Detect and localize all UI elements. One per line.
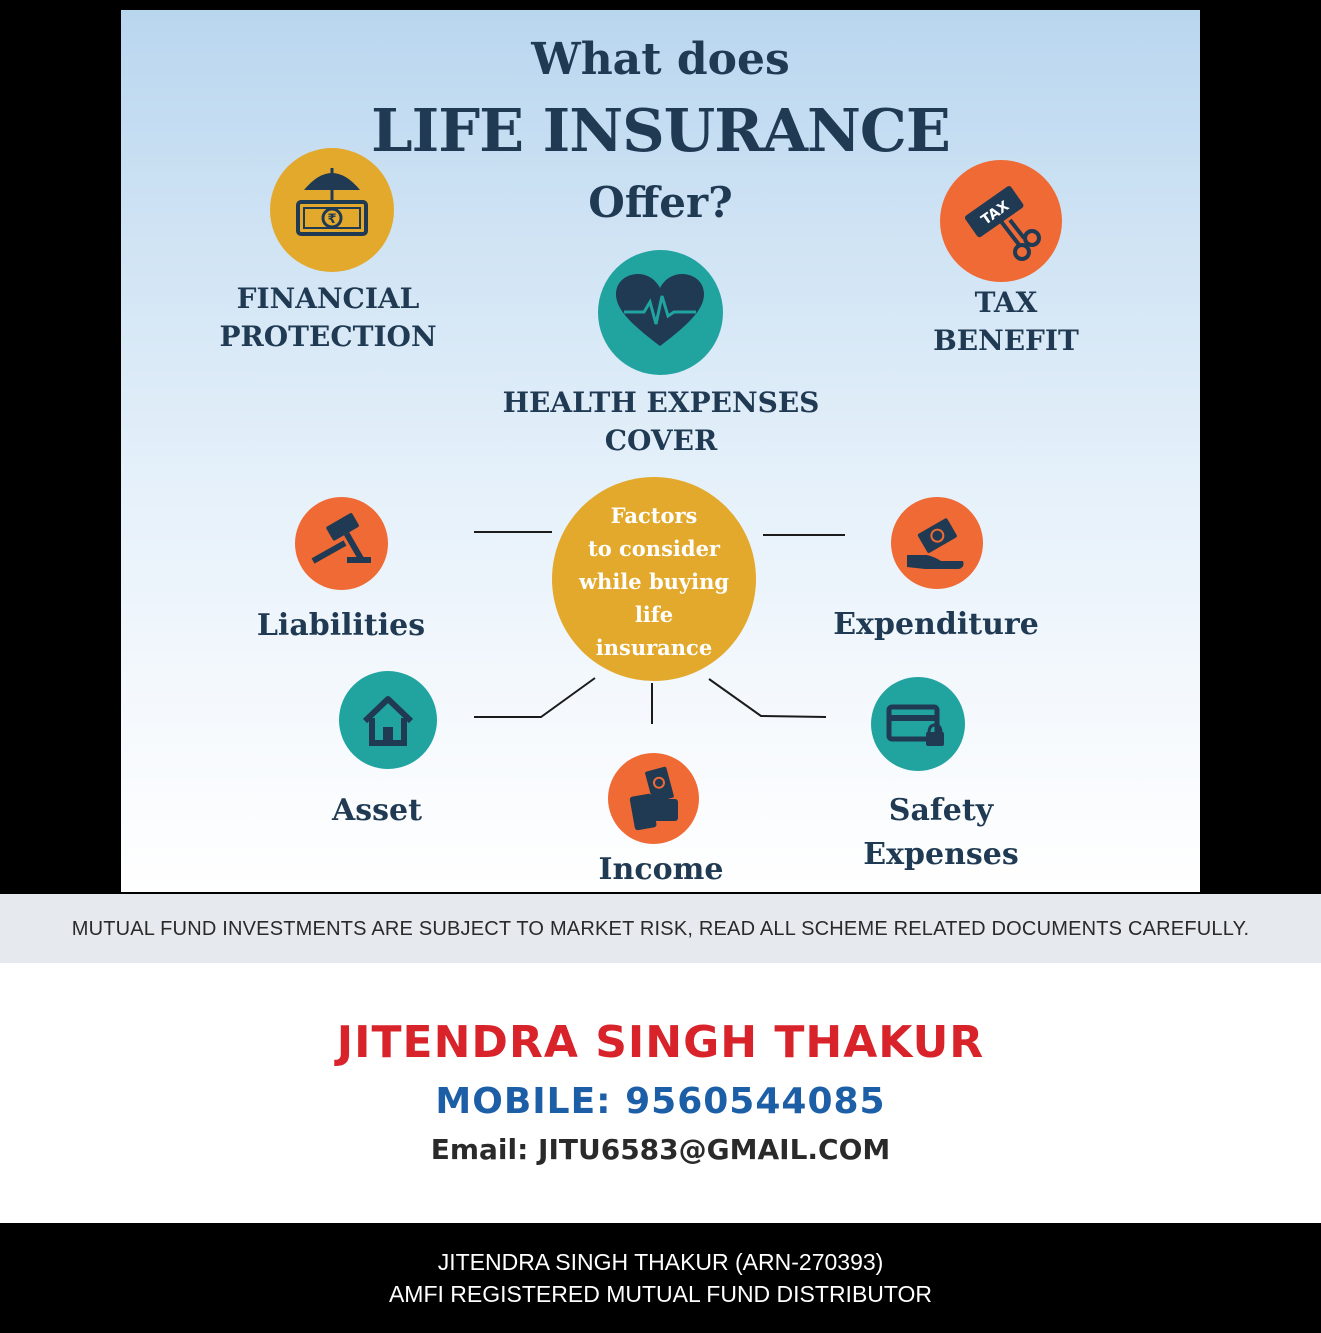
- title-line-2: LIFE INSURANCE: [371, 96, 951, 165]
- title-line-1: What does: [531, 34, 790, 85]
- expenditure-label: Expenditure: [833, 607, 1039, 642]
- factors-center-circle: Factors to consider while buying life in…: [552, 477, 756, 681]
- umbrella-money-icon: ₹: [270, 148, 394, 272]
- center-text-3: while buying: [578, 569, 730, 594]
- disclaimer-bar: MUTUAL FUND INVESTMENTS ARE SUBJECT TO M…: [0, 894, 1321, 963]
- safety-expenses-label-1: Safety: [888, 793, 994, 828]
- contact-email: Email: JITU6583@GMAIL.COM: [430, 1133, 891, 1166]
- connector-line-expenditure: [763, 534, 845, 536]
- center-text-2: to consider: [588, 536, 720, 561]
- safety-expenses-label-2: Expenses: [863, 837, 1019, 872]
- card-lock-icon: [871, 677, 965, 771]
- contact-block: JITENDRA SINGH THAKUR MOBILE: 9560544085…: [0, 963, 1321, 1223]
- wallet-money-icon: [608, 753, 699, 844]
- footer-bar: JITENDRA SINGH THAKUR (ARN-270393) AMFI …: [0, 1223, 1321, 1333]
- money-hand-icon: [891, 497, 983, 589]
- tax-benefit-label-1: TAX: [974, 286, 1038, 319]
- connector-lines-lower: [474, 677, 827, 724]
- financial-protection-label-2: PROTECTION: [219, 320, 437, 353]
- connector-line-liabilities: [474, 531, 552, 533]
- contact-name: JITENDRA SINGH THAKUR: [336, 1017, 985, 1068]
- center-text-4: life: [634, 602, 674, 627]
- tax-benefit-label-2: BENEFIT: [933, 324, 1079, 357]
- financial-protection-label-1: FINANCIAL: [236, 282, 420, 315]
- health-expenses-label-2: COVER: [604, 424, 718, 457]
- footer-line-1: JITENDRA SINGH THAKUR (ARN-270393): [437, 1249, 884, 1275]
- heart-pulse-icon: [598, 250, 723, 375]
- center-text-1: Factors: [610, 503, 698, 528]
- svg-text:₹: ₹: [327, 212, 336, 227]
- footer-line-2: AMFI REGISTERED MUTUAL FUND DISTRIBUTOR: [388, 1281, 933, 1307]
- income-label: Income: [598, 852, 724, 887]
- center-text-5: insurance: [595, 635, 713, 660]
- contact-mobile: MOBILE: 9560544085: [435, 1081, 886, 1122]
- tax-scissors-icon: TAX: [940, 160, 1062, 282]
- health-expenses-label-1: HEALTH EXPENSES: [502, 386, 820, 419]
- house-icon: [339, 671, 437, 769]
- gavel-icon: [295, 497, 388, 590]
- title-line-3: Offer?: [588, 178, 733, 227]
- liabilities-label: Liabilities: [256, 608, 426, 643]
- infographic-poster: What does LIFE INSURANCE Offer? ₹ FINANC…: [121, 10, 1200, 892]
- asset-label: Asset: [332, 793, 422, 828]
